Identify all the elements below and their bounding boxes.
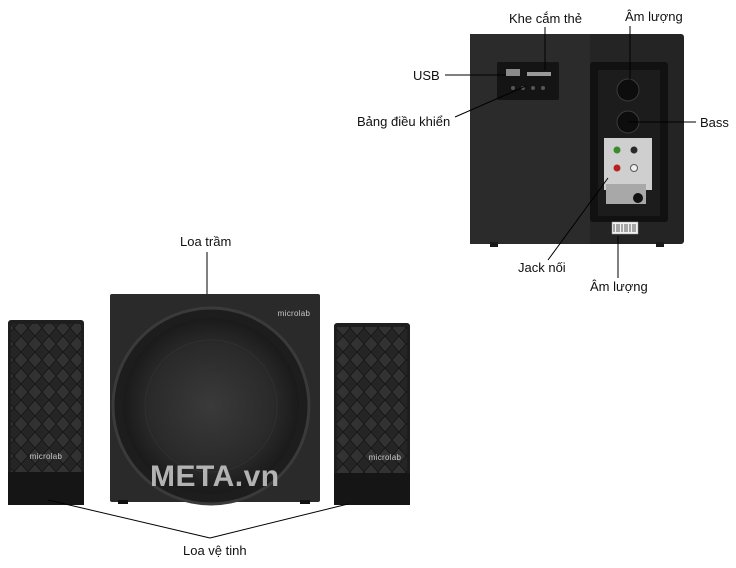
watermark: META.vn [150, 460, 280, 493]
subwoofer-brand: microlab [278, 309, 311, 318]
rear-panel [590, 62, 668, 235]
volume-knob [616, 78, 640, 102]
control-panel-module [497, 62, 559, 100]
label-satellite: Loa vệ tinh [183, 543, 247, 558]
label-jack: Jack nối [518, 260, 566, 275]
woofer-cone [123, 318, 299, 494]
subwoofer-rear-view [470, 34, 684, 247]
label-volume-top: Âm lượng [625, 9, 683, 24]
label-bass: Bass [700, 115, 729, 130]
leader-lines [47, 26, 696, 539]
label-control-panel: Bảng điều khiển [357, 114, 451, 129]
label-usb: USB [413, 68, 440, 83]
label-card-slot: Khe cắm thẻ [509, 11, 582, 26]
right-satellite-brand: microlab [369, 453, 402, 462]
left-satellite-speaker: microlab [8, 320, 84, 505]
right-satellite-speaker: microlab [334, 323, 410, 505]
left-satellite-brand: microlab [30, 452, 63, 461]
label-volume-bottom: Âm lượng [590, 279, 648, 294]
subwoofer-front: microlab [110, 294, 320, 506]
label-subwoofer: Loa trầm [180, 234, 232, 249]
